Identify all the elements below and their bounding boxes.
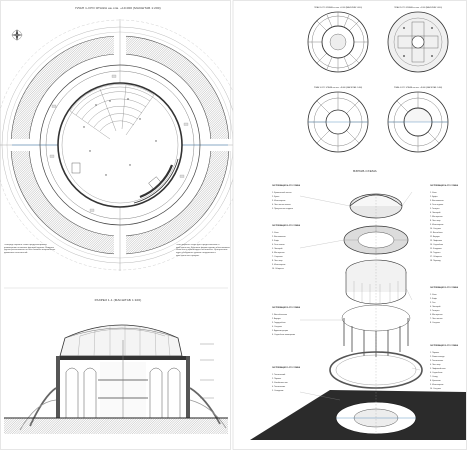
svg-text:5. Складские: 5. Складские: [272, 390, 283, 392]
left-sheet: ПЛАН 1-ОГО ЭТАЖА на отм. +10.000 (МАСШТА…: [0, 0, 246, 450]
svg-text:3. Техническое: 3. Техническое: [430, 360, 443, 362]
exploded-axonometric: [250, 193, 466, 440]
svg-text:ЭКСПЛИКАЦИЯ 2-ОГО ЭТАЖА: ЭКСПЛИКАЦИЯ 2-ОГО ЭТАЖА: [272, 306, 301, 309]
plan-thumb-4-title: ПЛАН 4-ОГО ЭТАЖА на отм. +8.000 (МАСШТАБ…: [394, 86, 443, 89]
svg-text:3. Выставочная: 3. Выставочная: [430, 200, 444, 202]
svg-text:3. Кафе: 3. Кафе: [272, 239, 279, 242]
svg-text:1. Технический: 1. Технический: [272, 373, 285, 376]
svg-text:9. Инженерные: 9. Инженерные: [272, 264, 285, 266]
svg-text:15. Кладовая: 15. Кладовая: [430, 248, 442, 250]
svg-text:4. Зона тихого: 4. Зона тихого: [272, 244, 285, 246]
svg-text:7. Открытое: 7. Открытое: [272, 256, 283, 258]
plan-thumb-1: [307, 11, 369, 73]
svg-text:5. Галерея: 5. Галерея: [430, 310, 439, 312]
svg-text:4. Санузлы: 4. Санузлы: [272, 326, 282, 328]
svg-text:10. Санузлы: 10. Санузлы: [430, 228, 442, 230]
svg-text:5. Администрация: 5. Администрация: [272, 329, 288, 332]
svg-text:16. Терраса: 16. Терраса: [430, 252, 441, 254]
main-floor-plan: [0, 19, 246, 271]
svg-text:12. Атриум: 12. Атриум: [430, 235, 440, 238]
exploded-title: ВЗРЫВ-СХЕМА: [353, 169, 377, 173]
right-sheet: ПЛАН 1-ОГО ЭТАЖА на отм. -6.000 (МАСШТАБ…: [232, 0, 467, 450]
svg-text:2. Кафе: 2. Кафе: [430, 297, 437, 300]
explication-left-4: ЭКСПЛИКАЦИЯ 1-ОГО ЭТАЖА 1. Технический 2…: [272, 366, 301, 392]
svg-text:5. Лифтовой холл: 5. Лифтовой холл: [430, 367, 446, 370]
svg-text:ЭКСПЛИКАЦИЯ 3-ОГО ЭТАЖА: ЭКСПЛИКАЦИЯ 3-ОГО ЭТАЖА: [430, 286, 459, 289]
svg-text:5. Лекторий: 5. Лекторий: [272, 247, 282, 250]
svg-text:7. Лестничная: 7. Лестничная: [430, 318, 442, 320]
svg-text:4. Лекторий: 4. Лекторий: [430, 305, 440, 308]
svg-text:6. Лекторий: 6. Лекторий: [430, 211, 440, 214]
svg-text:6. Служебные помещения: 6. Служебные помещения: [272, 334, 295, 336]
plan-note-left: Площадь первого этажа предусматривает ра…: [4, 244, 56, 255]
svg-text:10. Обзорная: 10. Обзорная: [272, 268, 284, 270]
plan-thumb-2-title: ПЛАН 2-ОГО ЭТАЖА на отм. -4.000 (МАСШТАБ…: [394, 6, 442, 9]
explication-left-3: ЭКСПЛИКАЦИЯ 2-ОГО ЭТАЖА 1. Вестибюльная …: [272, 306, 301, 336]
svg-text:6. Служебные: 6. Служебные: [430, 372, 442, 374]
explication-right-2: ЭКСПЛИКАЦИЯ 3-ОГО ЭТАЖА 1. Холл 2. Кафе …: [430, 286, 459, 324]
svg-text:6. Мастерская: 6. Мастерская: [272, 252, 285, 254]
svg-text:5. Галерея: 5. Галерея: [430, 208, 439, 210]
svg-text:4. Технические: 4. Технические: [272, 386, 285, 388]
explication-left-1: ЭКСПЛИКАЦИЯ 4-ОГО ЭТАЖА 1. Кровельный на…: [272, 184, 301, 210]
svg-text:8. Хранение: 8. Хранение: [430, 380, 441, 382]
svg-text:18. Переход: 18. Переход: [430, 260, 442, 262]
svg-text:7. Склад: 7. Склад: [430, 376, 438, 378]
svg-text:ЭКСПЛИКАЦИЯ 3-ОГО ЭТАЖА: ЭКСПЛИКАЦИЯ 3-ОГО ЭТАЖА: [272, 224, 301, 227]
explication-left: ЭКСПЛИКАЦИЯ 4-ОГО ЭТАЖА 1. Кровельный на…: [272, 184, 301, 392]
svg-text:3. Хозяйственные: 3. Хозяйственные: [272, 381, 288, 384]
svg-text:2. Паркинг: 2. Паркинг: [272, 378, 281, 380]
svg-text:17. Обзорная: 17. Обзорная: [430, 256, 442, 258]
svg-text:3. Гардеробная: 3. Гардеробная: [272, 322, 286, 324]
plan-thumb-4: [387, 91, 449, 153]
svg-text:8. Лестница: 8. Лестница: [272, 260, 283, 262]
svg-text:1. Кровельный настил: 1. Кровельный настил: [272, 191, 291, 194]
svg-text:1. Холл: 1. Холл: [272, 232, 279, 234]
svg-text:9. Инженерные: 9. Инженерные: [430, 384, 443, 386]
svg-text:10. Санузлы: 10. Санузлы: [430, 388, 442, 390]
svg-text:ЭКСПЛИКАЦИЯ 2-ОГО ЭТАЖА: ЭКСПЛИКАЦИЯ 2-ОГО ЭТАЖА: [430, 344, 459, 347]
plan-thumb-3: [307, 91, 369, 153]
svg-text:2. Буфет: 2. Буфет: [430, 195, 438, 198]
svg-text:9. Инженерные: 9. Инженерные: [430, 224, 443, 226]
svg-text:ЭКСПЛИКАЦИЯ 1-ОГО ЭТАЖА: ЭКСПЛИКАЦИЯ 1-ОГО ЭТАЖА: [272, 366, 301, 369]
plan-thumb-3-title: ПЛАН 3-ОГО ЭТАЖА на отм. +8.000 (МАСШТАБ…: [314, 86, 363, 89]
svg-text:6. Мастерская: 6. Мастерская: [430, 314, 443, 316]
svg-text:2. Атриум: 2. Атриум: [272, 317, 281, 320]
plan-thumb-2: [387, 11, 449, 73]
main-plan-title: ПЛАН 1-ОГО ЭТАЖА на отм. +10.000 (МАСШТА…: [75, 6, 161, 10]
svg-text:1. Холл: 1. Холл: [430, 192, 437, 194]
explication-left-2: ЭКСПЛИКАЦИЯ 3-ОГО ЭТАЖА 1. Холл 2. Выста…: [272, 224, 301, 270]
svg-text:4. Зона отдыха: 4. Зона отдыха: [430, 204, 444, 206]
explication-right-1: ЭКСПЛИКАЦИЯ 4-ОГО ЭТАЖА 1. Холл 2. Буфет…: [430, 184, 459, 262]
svg-text:ЭКСПЛИКАЦИЯ 4-ОГО ЭТАЖА: ЭКСПЛИКАЦИЯ 4-ОГО ЭТАЖА: [272, 184, 301, 187]
section-title: РАЗРЕЗ 1-1 (МАСШТАБ 1:100): [95, 298, 142, 302]
svg-text:2. Рампа въезда: 2. Рампа въезда: [430, 356, 445, 358]
svg-text:11. Вестибюль: 11. Вестибюль: [430, 232, 443, 234]
building-section: [4, 324, 228, 434]
svg-text:8. Лестница: 8. Лестница: [430, 220, 441, 222]
plan-thumb-1-title: ПЛАН 1-ОГО ЭТАЖА на отм. -6.000 (МАСШТАБ…: [314, 6, 362, 9]
svg-text:7. Мастерская: 7. Мастерская: [430, 216, 443, 218]
amphitheatre-seating: [69, 84, 155, 140]
svg-text:3. Инженерные: 3. Инженерные: [272, 200, 285, 202]
svg-text:5. Прогулочная терраса: 5. Прогулочная терраса: [272, 208, 294, 210]
svg-text:1. Вестибюльная: 1. Вестибюльная: [272, 314, 287, 316]
svg-text:8. Санузлы: 8. Санузлы: [430, 322, 440, 324]
explication-right: ЭКСПЛИКАЦИЯ 4-ОГО ЭТАЖА 1. Холл 2. Буфет…: [430, 184, 459, 390]
plan-note-right: План первого этажа дает представление о …: [176, 244, 230, 257]
svg-text:4. Лестница: 4. Лестница: [430, 364, 441, 366]
svg-text:1. Холл: 1. Холл: [430, 294, 437, 296]
svg-text:13. Лифтовая: 13. Лифтовая: [430, 239, 442, 242]
svg-text:4. Лестничная клетка: 4. Лестничная клетка: [272, 204, 292, 206]
explication-right-3: ЭКСПЛИКАЦИЯ 2-ОГО ЭТАЖА 1. Паркинг 2. Ра…: [430, 344, 459, 390]
svg-text:2. Выставочное: 2. Выставочное: [272, 236, 286, 238]
svg-text:14. Служебное: 14. Служебное: [430, 244, 443, 246]
svg-text:ЭКСПЛИКАЦИЯ 4-ОГО ЭТАЖА: ЭКСПЛИКАЦИЯ 4-ОГО ЭТАЖА: [430, 184, 459, 187]
svg-text:2. Купол: 2. Купол: [272, 196, 279, 198]
svg-text:3. Зал: 3. Зал: [430, 302, 435, 304]
svg-text:1. Паркинг: 1. Паркинг: [430, 352, 439, 354]
